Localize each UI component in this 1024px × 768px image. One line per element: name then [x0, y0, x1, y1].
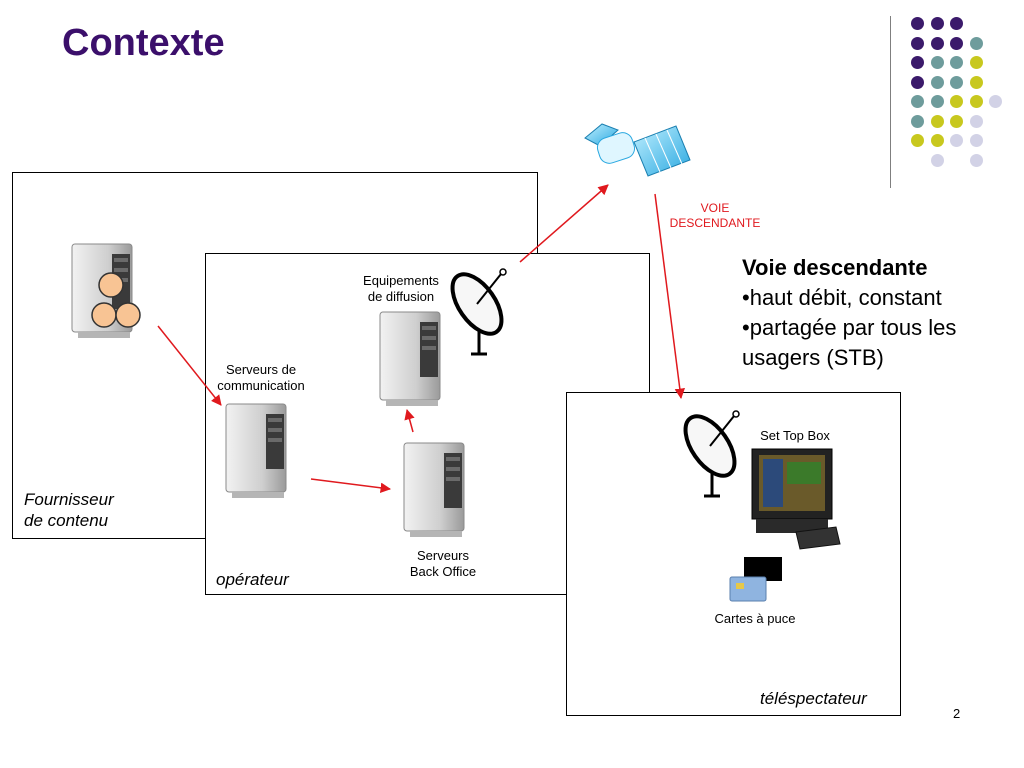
decor-dot — [950, 56, 963, 69]
arrow-dish-to-satellite — [519, 184, 609, 263]
zone-operateur-label: opérateur — [216, 570, 289, 589]
keyboard-icon — [795, 526, 841, 550]
arrow-backoffice-to-broadcast — [404, 408, 415, 433]
decor-dot — [930, 36, 944, 50]
zone-telespectateur-box — [566, 392, 901, 716]
decor-dot — [969, 153, 983, 167]
decor-dot — [930, 114, 944, 128]
bullets-heading: Voie descendante — [742, 255, 928, 280]
set-top-box-label: Set Top Box — [760, 428, 830, 443]
serveurs-back-office-label: Serveurs Back Office — [409, 548, 477, 579]
viewer-satellite-dish-icon — [673, 405, 747, 498]
equipements-diffusion-label: Equipements de diffusion — [363, 273, 439, 304]
decor-dot — [930, 56, 944, 69]
bullet-item: •haut débit, constant — [742, 285, 942, 310]
back-office-server-icon — [403, 442, 465, 538]
decor-dot — [950, 17, 963, 30]
bullet-item: •partagée par tous les — [742, 315, 957, 340]
voie-descendante-bullets: Voie descendante •haut débit, constant •… — [742, 253, 1022, 373]
decor-dot — [911, 36, 924, 50]
decor-dot — [930, 95, 944, 108]
decor-dot — [911, 114, 924, 128]
decor-dot — [969, 36, 983, 50]
decor-dot — [930, 134, 944, 147]
zone-telespectateur-label: téléspectateur — [760, 689, 867, 708]
bullet-item: usagers (STB) — [742, 345, 884, 370]
page-number: 2 — [953, 706, 961, 721]
arrow-satellite-to-viewer — [654, 193, 686, 400]
arrow-provider-to-communication — [157, 325, 222, 406]
cartes-a-puce-label: Cartes à puce — [714, 611, 796, 626]
smart-card-icon — [729, 557, 782, 602]
broadcast-equipment-server-icon — [379, 311, 441, 407]
decor-dot — [930, 153, 944, 167]
decor-dot — [969, 134, 983, 147]
decor-dot — [930, 17, 944, 30]
decor-dot — [911, 134, 924, 147]
decor-dot — [969, 75, 983, 89]
film-reels-icon — [91, 272, 141, 328]
arrow-communication-to-backoffice — [310, 478, 392, 494]
decor-dot — [969, 56, 983, 69]
voie-descendante-arrow-label: VOIE DESCENDANTE — [669, 201, 761, 230]
decor-dot — [989, 95, 1002, 108]
decor-dot — [969, 114, 983, 128]
decor-dot — [950, 36, 963, 50]
slide-title: Contexte — [62, 22, 225, 64]
decor-dot — [950, 114, 963, 128]
set-top-box-tv-icon — [751, 448, 833, 533]
satellite-icon — [584, 123, 691, 177]
decor-vertical-line — [890, 16, 891, 188]
decor-dot — [911, 95, 924, 108]
decor-dot — [911, 56, 924, 69]
zone-fournisseur-label: Fournisseur de contenu — [24, 490, 114, 530]
decor-dot — [950, 75, 963, 89]
communication-server-icon — [225, 403, 287, 499]
decor-dot — [911, 75, 924, 89]
decor-dot — [969, 95, 983, 108]
decor-dot — [930, 75, 944, 89]
serveurs-communication-label: Serveurs de communication — [217, 362, 305, 393]
decor-dot — [950, 134, 963, 147]
decor-dot — [911, 17, 924, 30]
decor-dot — [950, 95, 963, 108]
